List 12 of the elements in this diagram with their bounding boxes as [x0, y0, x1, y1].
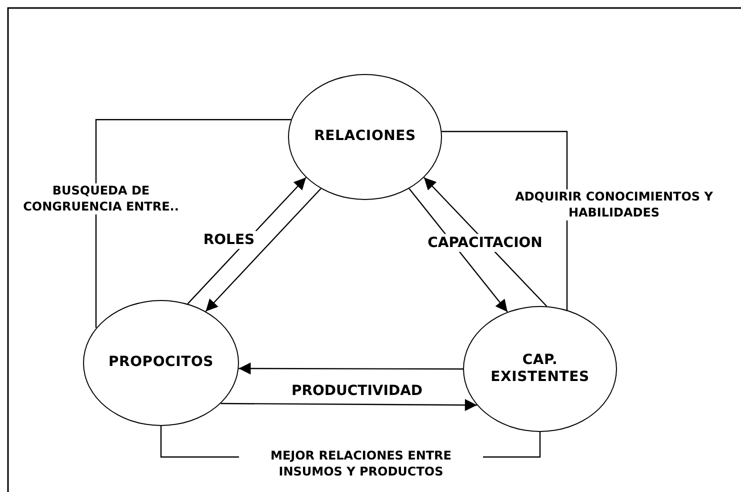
- edge-label: CAPACITACION: [426, 234, 544, 252]
- arrow: [205, 188, 322, 312]
- ellipse-node: [288, 74, 442, 200]
- connector-line: [442, 130, 568, 310]
- ellipse-node: [463, 306, 617, 432]
- arrow: [238, 362, 463, 375]
- node-label: CAP. EXISTENTES: [490, 352, 590, 386]
- ellipse-node: [83, 300, 239, 426]
- arrow: [220, 399, 477, 412]
- connector-line: [95, 119, 291, 328]
- node-label: PROPOCITOS: [108, 354, 214, 372]
- node-label: RELACIONES: [314, 128, 416, 146]
